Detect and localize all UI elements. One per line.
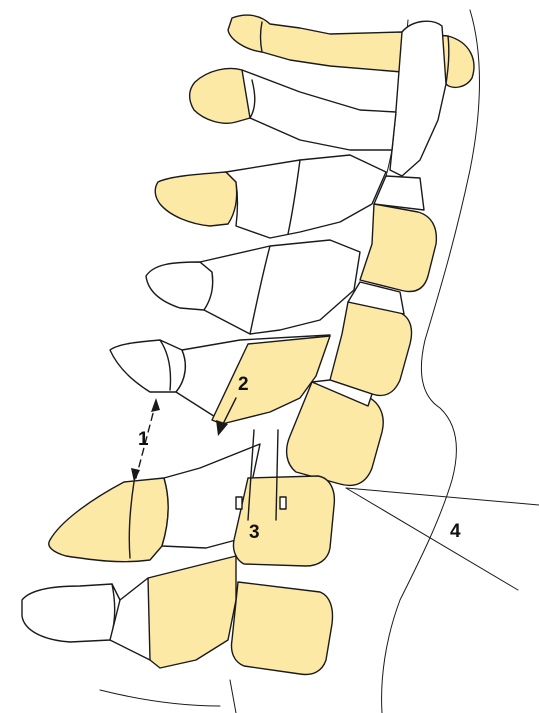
vertebra-c3-body: [360, 204, 436, 291]
label-2: 2: [238, 374, 249, 395]
arrow-1-head-top: [151, 398, 160, 412]
vertebra-c2-spinous: [190, 69, 396, 151]
label-3: 3: [249, 522, 260, 543]
vertebra-c6-body: [233, 476, 334, 566]
lower-outline: [100, 690, 220, 706]
vertebra-c6: [49, 444, 260, 562]
label-4: 4: [450, 521, 461, 542]
label-1: 1: [138, 429, 149, 450]
canal-marker-right: [280, 497, 286, 509]
vertebra-c7: [22, 556, 236, 668]
angle-line-horizontal: [346, 488, 539, 505]
angle-line-oblique: [346, 488, 518, 590]
vertebra-c7-body: [232, 582, 333, 674]
canal-marker-left: [236, 497, 242, 509]
vertebra-c3: [155, 155, 386, 238]
vertebra-c4-body: [330, 302, 412, 395]
lower-outline-2: [230, 680, 236, 713]
vertebra-c4: [146, 240, 360, 334]
